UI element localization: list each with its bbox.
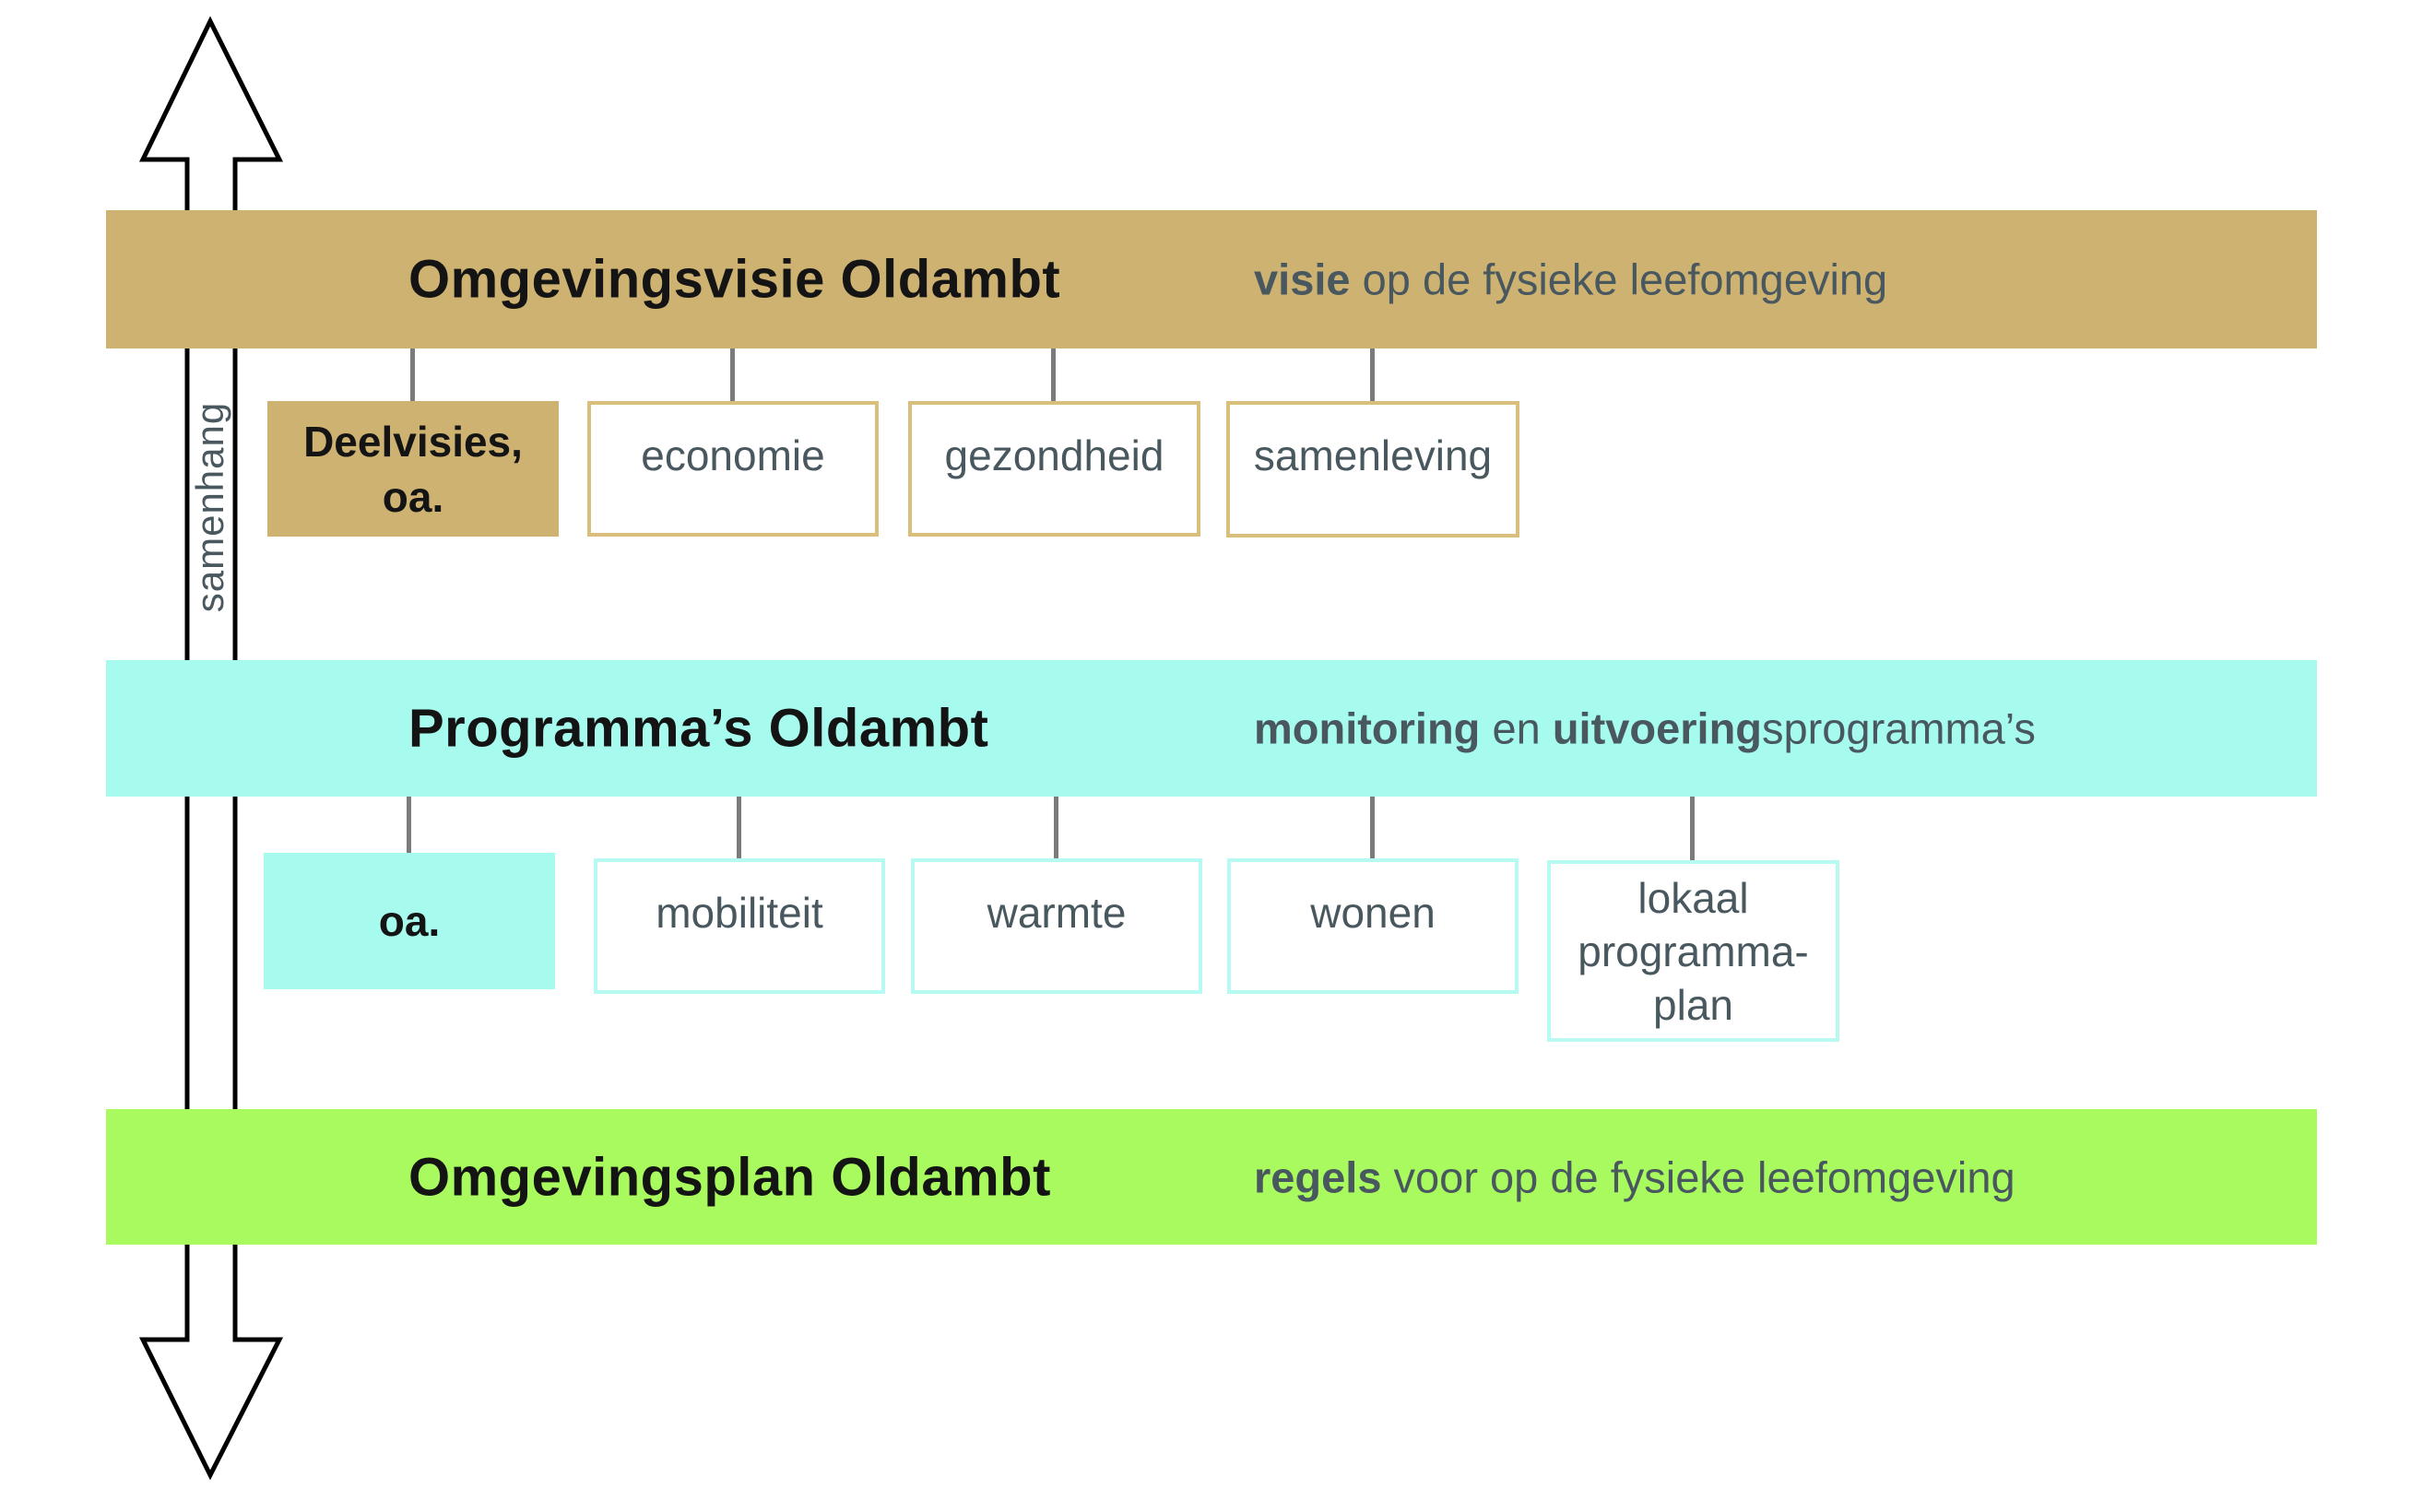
banner-omgevingsvisie-title: Omgevingsvisie Oldambt [408, 249, 1061, 310]
node-samenleving: samenleving [1226, 401, 1519, 537]
banner-programmas: Programma’s Oldambt monitoring en uitvoe… [106, 660, 2317, 797]
banner-programmas-title: Programma’s Oldambt [408, 698, 989, 759]
subtitle-text: op de fysieke leefomgeving [1350, 254, 1888, 304]
samenhang-label: samenhang [188, 401, 231, 613]
node-label-line: oa. [378, 897, 441, 945]
node-oa: oa. [264, 853, 555, 989]
subtitle-bold: uitvoering [1552, 703, 1762, 753]
node-label-line: economie [641, 431, 825, 479]
banner-omgevingsvisie: Omgevingsvisie Oldambt visie op de fysie… [106, 210, 2317, 348]
node-label-line: mobiliteit [656, 888, 823, 937]
node-label-line: Deelvisies, [303, 417, 523, 466]
subtitle-text: en [1480, 703, 1553, 753]
node-wonen: wonen [1227, 858, 1519, 994]
node-economie: economie [587, 401, 879, 537]
connector [410, 348, 415, 404]
node-lokaal-programmaplan: lokaal programma- plan [1547, 860, 1839, 1042]
banner-omgevingsvisie-subtitle: visie op de fysieke leefomgeving [1254, 254, 1887, 305]
subtitle-text: voor op de fysieke leefomgeving [1381, 1152, 2015, 1201]
connector [1051, 348, 1056, 404]
node-label-line: plan [1653, 980, 1733, 1029]
node-label-line: gezondheid [944, 431, 1164, 479]
connector [1370, 797, 1375, 861]
banner-omgevingsplan: Omgevingsplan Oldambt regels voor op de … [106, 1109, 2317, 1245]
node-label-line: wonen [1310, 888, 1436, 937]
banner-programmas-subtitle: monitoring en uitvoeringsprogramma’s [1254, 703, 2036, 754]
connector [1370, 348, 1375, 404]
connector [730, 348, 735, 404]
banner-omgevingsplan-subtitle: regels voor op de fysieke leefomgeving [1254, 1152, 2015, 1202]
connector [737, 797, 741, 861]
node-deelvisies: Deelvisies, oa. [267, 401, 559, 537]
node-label-line: warmte [987, 888, 1127, 937]
subtitle-bold: regels [1254, 1152, 1382, 1201]
node-label-line: samenleving [1253, 431, 1493, 479]
subtitle-bold: visie [1254, 254, 1351, 304]
node-label-line: oa. [382, 472, 444, 521]
node-label-line: programma- [1578, 927, 1809, 975]
connector [1690, 797, 1695, 863]
node-label-line: lokaal [1637, 873, 1749, 922]
node-mobiliteit: mobiliteit [594, 858, 885, 994]
banner-omgevingsplan-title: Omgevingsplan Oldambt [408, 1147, 1051, 1207]
subtitle-text: sprogramma’s [1762, 703, 2036, 753]
node-warmte: warmte [911, 858, 1202, 994]
node-gezondheid: gezondheid [908, 401, 1200, 537]
connector [407, 797, 411, 856]
subtitle-bold: monitoring [1254, 703, 1481, 753]
connector [1054, 797, 1058, 861]
